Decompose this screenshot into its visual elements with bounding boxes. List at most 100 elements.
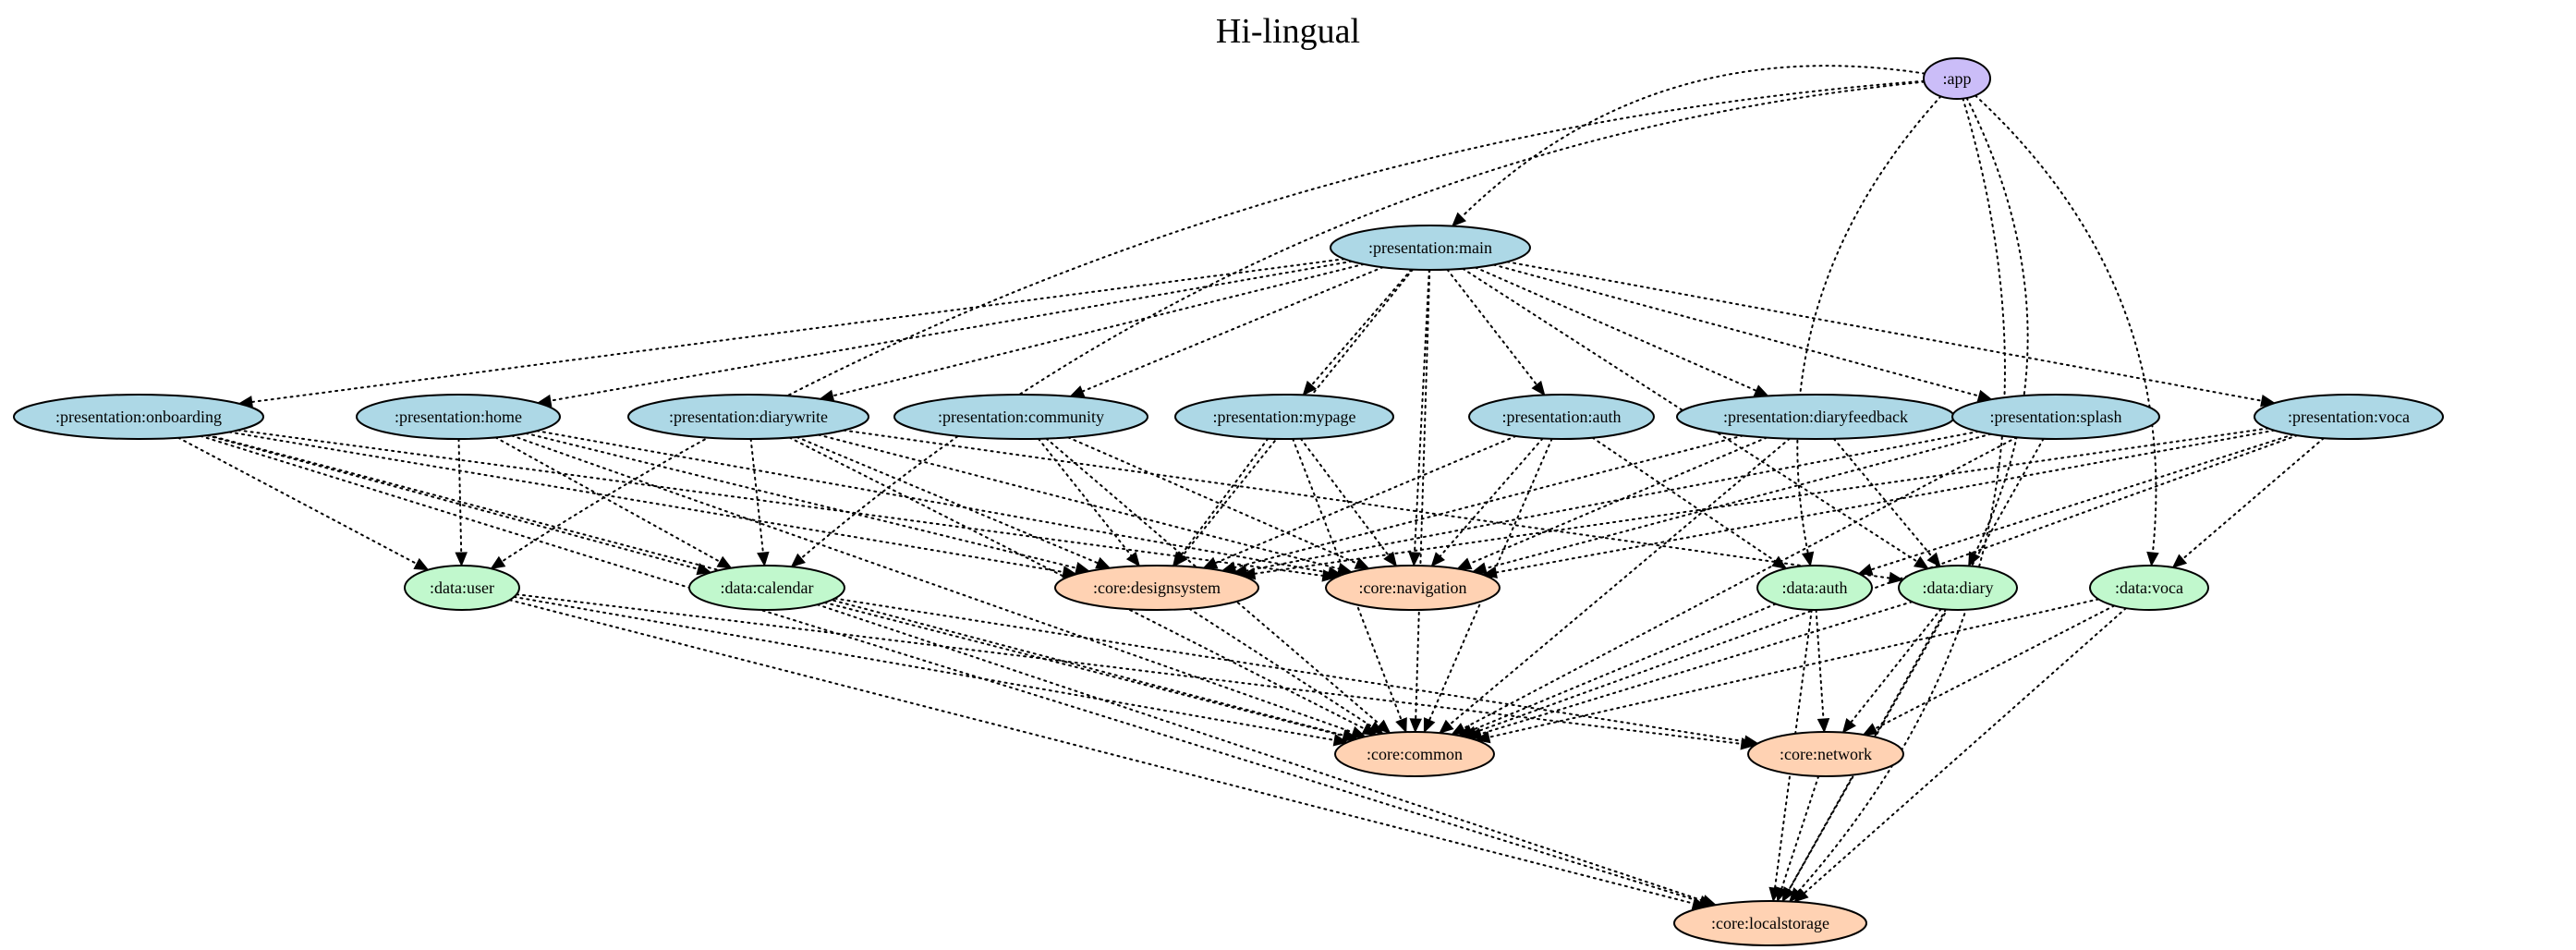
arrowhead-pmain-to-pdiaryfeedback bbox=[1753, 384, 1769, 397]
node-label-pdiaryfeedback: :presentation:diaryfeedback bbox=[1723, 408, 1908, 426]
node-label-pvoca: :presentation:voca bbox=[2288, 408, 2410, 426]
arrowhead-pmypage-to-cdesignsystem bbox=[1172, 551, 1186, 567]
arrowhead-dvoca-to-ccommon bbox=[1475, 731, 1491, 744]
node-dauth: :data:auth bbox=[1756, 565, 1873, 611]
arrowhead-pmain-to-ccommon bbox=[1409, 718, 1422, 734]
edge-pmain-to-psplash bbox=[1492, 263, 1980, 397]
arrowhead-pvoca-to-dvoca bbox=[2171, 554, 2188, 568]
arrowhead-ddiary-to-ccommon bbox=[1466, 727, 1483, 740]
node-pdiarywrite: :presentation:diarywrite bbox=[627, 394, 869, 440]
arrowhead-pauth-to-ccommon bbox=[1423, 717, 1436, 734]
edge-pcommunity-to-ccommon bbox=[1045, 437, 1381, 726]
edge-pmain-to-cnavigation bbox=[1414, 269, 1430, 554]
node-label-cnavigation: :core:navigation bbox=[1359, 579, 1467, 597]
edge-psplash-to-cdesignsystem bbox=[1245, 430, 1980, 572]
node-shape-ddiary bbox=[1898, 565, 2018, 611]
arrowhead-cdesignsystem-to-ccommon bbox=[1367, 721, 1384, 735]
edge-duser-to-clocalstorage bbox=[508, 599, 1695, 905]
arrowhead-dvoca-to-clocalstorage bbox=[1793, 888, 1809, 903]
node-shape-pmypage bbox=[1174, 394, 1394, 440]
arrowhead-app-to-pmain bbox=[1451, 212, 1466, 227]
node-label-ponboarding: :presentation:onboarding bbox=[55, 408, 222, 426]
arrowhead-pcommunity-to-cdesignsystem bbox=[1125, 551, 1140, 567]
arrowhead-pmain-to-pauth bbox=[1531, 380, 1546, 396]
edge-pauth-to-dauth bbox=[1591, 436, 1777, 563]
edge-pdiaryfeedback-to-cdesignsystem bbox=[1233, 434, 1744, 569]
node-shape-cnetwork bbox=[1747, 731, 1904, 777]
node-app: :app bbox=[1923, 57, 1991, 100]
edge-pdiaryfeedback-to-ccommon bbox=[1448, 437, 1791, 726]
edge-pmain-to-ccommon bbox=[1415, 269, 1431, 720]
node-dvoca: :data:voca bbox=[2089, 565, 2209, 611]
node-label-dvoca: :data:voca bbox=[2115, 579, 2183, 597]
node-label-dcalendar: :data:calendar bbox=[721, 579, 814, 597]
edge-pvoca-to-cnavigation bbox=[1495, 429, 2276, 574]
node-layer: :app :presentation:main :presentation:onbo… bbox=[13, 57, 2444, 946]
node-shape-pcommunity bbox=[893, 394, 1148, 440]
edge-phome-to-dcalendar bbox=[494, 436, 722, 563]
arrowhead-pmain-to-ddiary bbox=[1913, 555, 1929, 569]
edge-dvoca-to-cnetwork bbox=[1874, 604, 2116, 730]
arrowhead-app-to-ddiary bbox=[1968, 551, 1981, 567]
arrowhead-pauth-to-cnavigation bbox=[1430, 552, 1445, 567]
edge-ponboarding-to-clocalstorage bbox=[200, 434, 1702, 903]
node-label-psplash: :presentation:splash bbox=[1990, 408, 2122, 426]
node-shape-pdiarywrite bbox=[627, 394, 869, 440]
arrowhead-pmain-to-pmypage bbox=[1302, 380, 1317, 396]
node-psplash: :presentation:splash bbox=[1951, 394, 2160, 440]
node-ccommon: :core:common bbox=[1334, 731, 1495, 777]
edge-pdiaryfeedback-to-cnavigation bbox=[1468, 436, 1768, 565]
arrowhead-pdiaryfeedback-to-ddiary bbox=[1926, 552, 1941, 568]
node-phome: :presentation:home bbox=[356, 394, 561, 440]
edge-dvoca-to-ccommon bbox=[1488, 598, 2100, 738]
node-shape-dauth bbox=[1756, 565, 1873, 611]
arrowhead-ponboarding-to-duser bbox=[413, 557, 430, 571]
arrowhead-pdiaryfeedback-to-ccommon bbox=[1439, 719, 1454, 735]
edge-psplash-to-ccommon bbox=[1462, 436, 2018, 730]
edge-app-to-duser bbox=[501, 79, 1926, 563]
edge-pmain-to-pvoca bbox=[1506, 261, 2263, 402]
edge-layer bbox=[177, 65, 2325, 910]
edge-app-to-pmain bbox=[1460, 65, 1926, 218]
edge-pdiarywrite-to-cdesignsystem bbox=[796, 436, 1100, 565]
arrowhead-pcommunity-to-cnavigation bbox=[1354, 557, 1370, 569]
edge-pmypage-to-cnavigation bbox=[1299, 437, 1390, 557]
node-shape-pvoca bbox=[2254, 394, 2444, 440]
node-pdiaryfeedback: :presentation:diaryfeedback bbox=[1676, 394, 1955, 440]
node-pmypage: :presentation:mypage bbox=[1174, 394, 1394, 440]
edge-pvoca-to-dvoca bbox=[2181, 437, 2325, 560]
arrowhead-dvoca-to-cnetwork bbox=[1862, 723, 1878, 736]
edge-pmypage-to-cdesignsystem bbox=[1180, 437, 1270, 557]
edge-pcommunity-to-cdesignsystem bbox=[1037, 437, 1133, 557]
edge-phome-to-cdesignsystem bbox=[525, 432, 1078, 569]
node-shape-pmain bbox=[1330, 225, 1531, 271]
edge-psplash-to-clocalstorage bbox=[1788, 437, 2045, 891]
node-shape-phome bbox=[356, 394, 561, 440]
edge-duser-to-cnetwork bbox=[516, 593, 1743, 745]
edge-pmain-to-pdiaryfeedback bbox=[1474, 266, 1757, 392]
edge-pvoca-to-cdesignsystem bbox=[1253, 427, 2269, 575]
edge-ponboarding-to-cdesignsystem bbox=[228, 431, 1064, 573]
edge-dcalendar-to-clocalstorage bbox=[816, 603, 1705, 902]
arrowhead-pdiarywrite-to-ddiary bbox=[1888, 571, 1904, 585]
edge-dcalendar-to-ccommon bbox=[823, 602, 1345, 737]
arrowhead-pdiarywrite-to-cdesignsystem bbox=[1095, 556, 1112, 569]
node-label-pmain: :presentation:main bbox=[1368, 238, 1492, 257]
arrowhead-ddiary-to-cnetwork bbox=[1841, 718, 1856, 734]
edge-app-to-dcalendar bbox=[800, 80, 1926, 560]
node-ddiary: :data:diary bbox=[1898, 565, 2018, 611]
arrowhead-pmain-to-pcommunity bbox=[1069, 385, 1086, 397]
node-label-pdiarywrite: :presentation:diarywrite bbox=[669, 408, 828, 426]
edge-dcalendar-to-cnetwork bbox=[833, 597, 1746, 743]
edge-ponboarding-to-dcalendar bbox=[205, 434, 699, 570]
arrowhead-pvoca-to-dauth bbox=[1857, 563, 1874, 576]
edge-pdiaryfeedback-to-ddiary bbox=[1832, 437, 1933, 558]
arrowhead-phome-to-duser bbox=[455, 552, 468, 567]
edge-pauth-to-cnavigation bbox=[1439, 437, 1544, 557]
node-shape-app bbox=[1923, 57, 1991, 100]
edge-pmain-to-phome bbox=[549, 260, 1353, 402]
edge-pdiarywrite-to-dcalendar bbox=[749, 438, 764, 554]
node-cnavigation: :core:navigation bbox=[1325, 565, 1501, 611]
node-shape-ponboarding bbox=[13, 394, 264, 440]
